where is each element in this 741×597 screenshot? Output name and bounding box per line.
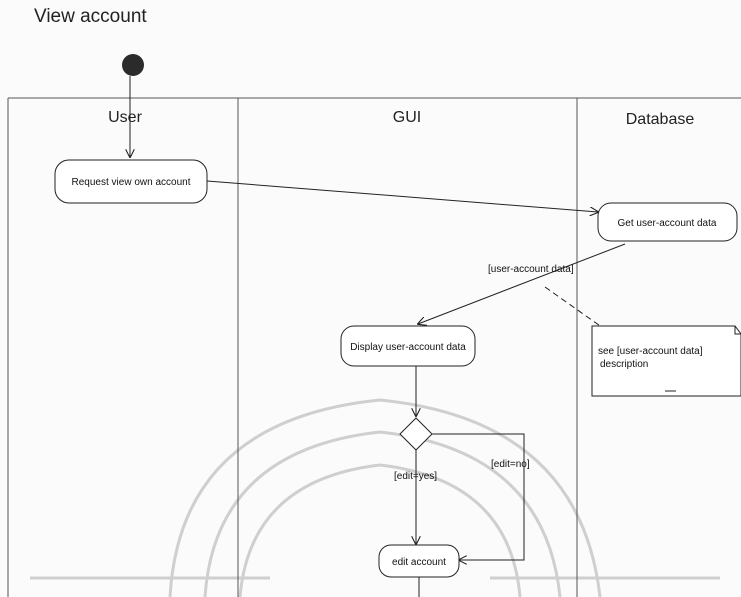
flow-edit-no [432, 433, 525, 560]
lane-label-user: User [108, 109, 142, 126]
action-get-user-account-data: Get user-account data [597, 202, 738, 242]
action-display-label: Display user-account data [350, 342, 466, 353]
watermark [30, 398, 720, 597]
action-get-data-label: Get user-account data [618, 218, 717, 229]
action-request-view-account: Request view own account [54, 159, 208, 204]
note-anchor-line [544, 286, 621, 341]
diagram-title: View account [34, 6, 147, 27]
lane-label-gui: GUI [393, 109, 421, 126]
action-display-user-account-data: Display user-account data [340, 325, 476, 367]
initial-node [122, 54, 144, 76]
flow-get-data-to-display [418, 243, 626, 324]
note-line-2: description [600, 359, 648, 370]
lane-label-database: Database [626, 111, 695, 128]
note-line-1: see [user-account data] [598, 346, 703, 357]
guard-edit-no: [edit=no] [491, 459, 530, 470]
object-flow-label: [user-account data] [488, 264, 574, 275]
guard-edit-yes: [edit=yes] [394, 471, 437, 482]
action-edit-account: edit account [378, 544, 460, 578]
action-request-label: Request view own account [72, 177, 191, 188]
decision-node [399, 417, 433, 451]
action-edit-label: edit account [392, 557, 446, 568]
flow-request-to-get-data [206, 180, 598, 212]
note-user-account-data: see [user-account data] description [591, 325, 741, 397]
